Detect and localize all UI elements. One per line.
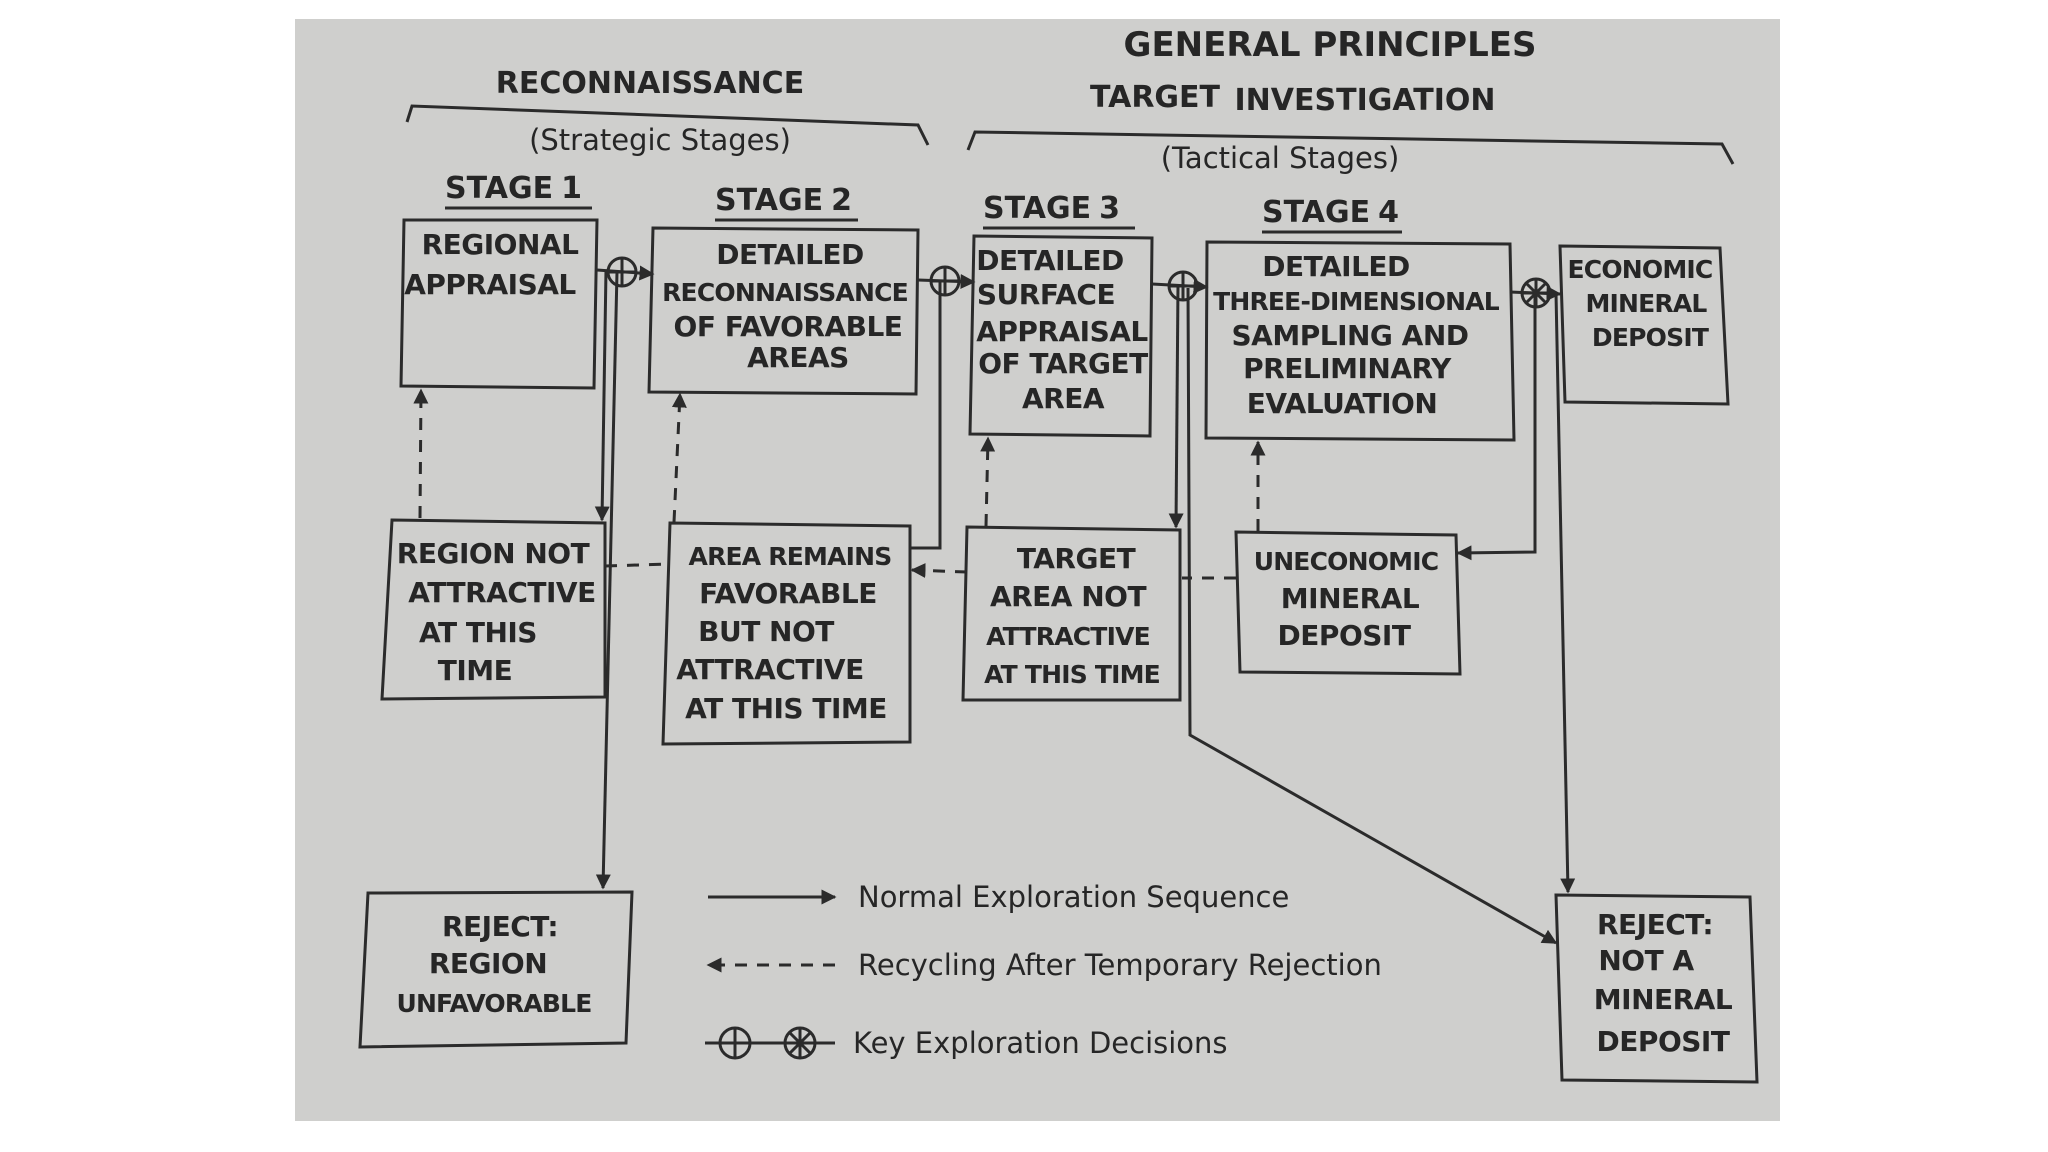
three-dimensional-sampling-box: DETAILED THREE-DIMENSIONAL SAMPLING AND …: [1204, 240, 1516, 442]
svg-text:Recycling After Temporary Reje: Recycling After Temporary Rejection: [858, 948, 1382, 982]
svg-text:AREA: AREA: [1022, 382, 1105, 415]
svg-text:UNFAVORABLE: UNFAVORABLE: [396, 989, 591, 1018]
svg-text:RECONNAISSANCE: RECONNAISSANCE: [662, 278, 908, 307]
detailed-surface-appraisal-box: DETAILED SURFACE APPRAISAL OF TARGET ARE…: [968, 234, 1154, 438]
decision-point-1-icon: [606, 256, 638, 288]
svg-text:APPRAISAL: APPRAISAL: [404, 268, 576, 301]
general-principles-title: GENERAL PRINCIPLES: [1124, 25, 1537, 65]
reject-region-unfavorable-box: REJECT: REGION UNFAVORABLE: [358, 890, 634, 1049]
svg-text:APPRAISAL: APPRAISAL: [976, 315, 1148, 348]
svg-text:Key Exploration Decisions: Key Exploration Decisions: [853, 1026, 1228, 1060]
svg-text:TIME: TIME: [438, 654, 513, 687]
uneconomic-mineral-deposit-box: UNECONOMIC MINERAL DEPOSIT: [1234, 530, 1462, 676]
reject-not-mineral-deposit-box: REJECT: NOT A MINERAL DEPOSIT: [1554, 893, 1759, 1084]
svg-text:REGION NOT: REGION NOT: [397, 537, 590, 570]
svg-text:MINERAL: MINERAL: [1594, 983, 1733, 1016]
economic-mineral-deposit-box: ECONOMIC MINERAL DEPOSIT: [1558, 244, 1730, 406]
strategic-stages-label: (Strategic Stages): [529, 123, 791, 157]
area-remains-favorable-box: AREA REMAINS FAVORABLE BUT NOT ATTRACTIV…: [661, 521, 912, 746]
svg-text:MINERAL: MINERAL: [1281, 582, 1420, 615]
diagram-photo: [295, 19, 1780, 1121]
svg-text:REJECT:: REJECT:: [442, 910, 558, 943]
svg-text:PRELIMINARY: PRELIMINARY: [1243, 352, 1452, 385]
svg-text:BUT NOT: BUT NOT: [698, 615, 834, 648]
svg-text:AREA NOT: AREA NOT: [990, 580, 1147, 613]
svg-text:OF TARGET: OF TARGET: [978, 347, 1148, 380]
svg-text:AT THIS TIME: AT THIS TIME: [984, 660, 1160, 689]
decision-point-3-icon: [1167, 270, 1199, 302]
svg-text:OF FAVORABLE: OF FAVORABLE: [674, 310, 903, 343]
strategic-brace: [405, 104, 930, 146]
svg-text:Normal Exploration Sequence: Normal Exploration Sequence: [858, 880, 1289, 914]
detailed-reconnaissance-box: DETAILED RECONNAISSANCE OF FAVORABLE ARE…: [647, 226, 920, 396]
svg-text:MINERAL: MINERAL: [1585, 289, 1707, 318]
legend-recycling: Recycling After Temporary Rejection: [706, 948, 1382, 982]
svg-text:DEPOSIT: DEPOSIT: [1278, 619, 1411, 652]
recycling-lines: [413, 388, 1266, 580]
svg-text:DEPOSIT: DEPOSIT: [1592, 323, 1709, 352]
decision-point-4-icon: [1520, 277, 1552, 309]
svg-text:NOT A: NOT A: [1598, 944, 1694, 977]
svg-text:AREA REMAINS: AREA REMAINS: [689, 542, 892, 571]
svg-text:AREAS: AREAS: [747, 341, 849, 374]
legend: Normal Exploration Sequence Recycling Af…: [705, 880, 1382, 1060]
svg-text:ECONOMIC: ECONOMIC: [1568, 255, 1713, 284]
svg-text:AT THIS TIME: AT THIS TIME: [685, 692, 887, 725]
svg-text:SURFACE: SURFACE: [977, 278, 1115, 311]
decision-point-2-icon: [929, 265, 961, 297]
investigation-heading: INVESTIGATION: [1235, 83, 1496, 118]
region-not-attractive-box: REGION NOT ATTRACTIVE AT THIS TIME: [380, 518, 607, 701]
svg-text:ATTRACTIVE: ATTRACTIVE: [676, 653, 863, 686]
svg-text:THREE-DIMENSIONAL: THREE-DIMENSIONAL: [1213, 287, 1500, 316]
svg-text:DETAILED: DETAILED: [716, 238, 864, 271]
svg-text:EVALUATION: EVALUATION: [1247, 387, 1438, 420]
reconnaissance-heading: RECONNAISSANCE: [496, 66, 804, 101]
svg-text:FAVORABLE: FAVORABLE: [699, 577, 877, 610]
legend-decisions: Key Exploration Decisions: [705, 1026, 1228, 1060]
svg-text:UNECONOMIC: UNECONOMIC: [1254, 547, 1439, 576]
svg-text:REJECT:: REJECT:: [1597, 908, 1713, 941]
svg-text:SAMPLING AND: SAMPLING AND: [1232, 319, 1469, 352]
legend-normal: Normal Exploration Sequence: [708, 880, 1289, 914]
svg-text:DETAILED: DETAILED: [1262, 250, 1410, 283]
target-heading: TARGET: [1090, 80, 1221, 115]
svg-text:REGION: REGION: [429, 947, 547, 980]
target-area-not-attractive-box: TARGET AREA NOT ATTRACTIVE AT THIS TIME: [961, 525, 1182, 702]
svg-text:AT THIS: AT THIS: [419, 616, 537, 649]
svg-text:DETAILED: DETAILED: [976, 244, 1124, 277]
regional-appraisal-box: REGIONAL APPRAISAL: [399, 218, 599, 390]
tactical-stages-label: (Tactical Stages): [1161, 141, 1400, 175]
svg-text:TARGET: TARGET: [1017, 542, 1136, 575]
svg-text:REGIONAL: REGIONAL: [422, 228, 579, 261]
svg-text:ATTRACTIVE: ATTRACTIVE: [408, 576, 595, 609]
svg-text:DEPOSIT: DEPOSIT: [1597, 1025, 1730, 1058]
svg-text:ATTRACTIVE: ATTRACTIVE: [986, 622, 1150, 651]
tactical-brace: [966, 130, 1735, 165]
